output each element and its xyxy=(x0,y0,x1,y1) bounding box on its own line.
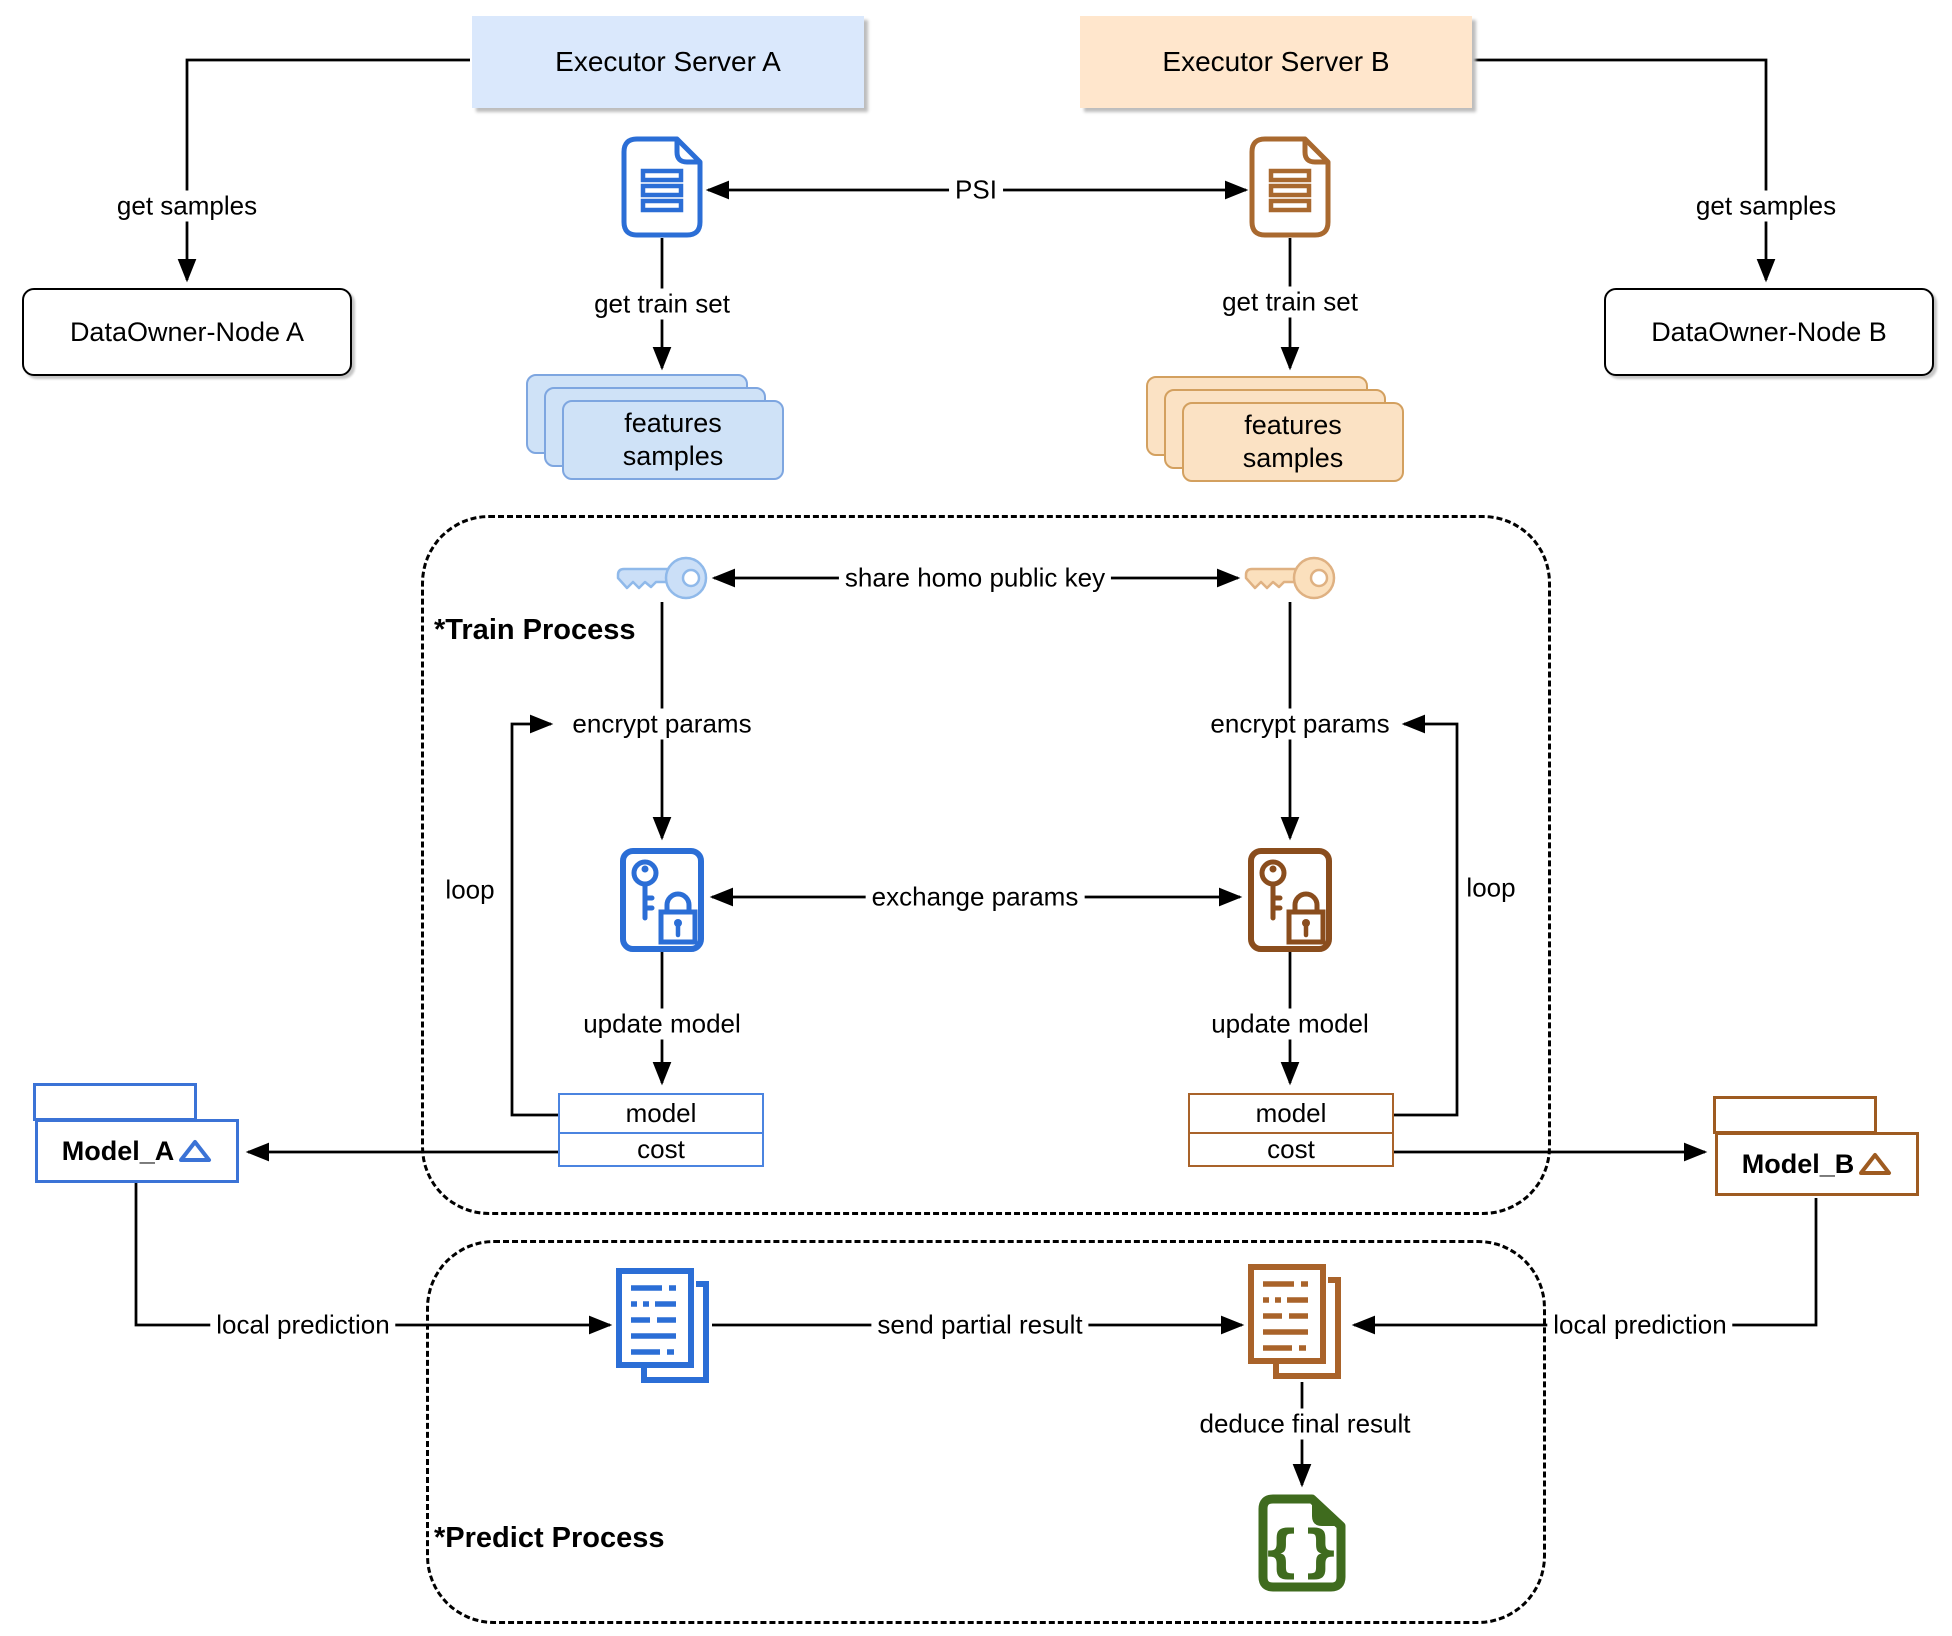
partial-result-pages-icon-b xyxy=(1248,1264,1341,1379)
train-process-title: *Train Process xyxy=(434,614,636,646)
encrypted-params-icon-b xyxy=(1248,848,1332,952)
model-cost-box-a: model cost xyxy=(558,1093,764,1167)
edge-label-share-homo-key: share homo public key xyxy=(838,562,1112,594)
edge-label-update-model-a: update model xyxy=(577,1008,747,1040)
model-a-folder-tab xyxy=(33,1083,197,1121)
edge-label-local-prediction-a: local prediction xyxy=(210,1309,396,1341)
data-owner-b-label: DataOwner-Node B xyxy=(1651,316,1887,347)
psi-document-icon-a xyxy=(621,136,703,238)
model-b-folder-tab xyxy=(1713,1096,1877,1134)
data-owner-a-label: DataOwner-Node A xyxy=(69,316,305,347)
train-set-stack-a-card-front: features samples xyxy=(562,400,784,480)
homo-key-icon-a xyxy=(616,556,708,600)
model-cost-box-b: model cost xyxy=(1188,1093,1394,1167)
edge-label-loop-a: loop xyxy=(439,874,501,906)
executor-server-a-node: Executor Server A xyxy=(472,16,864,108)
edge-label-psi: PSI xyxy=(949,174,1003,206)
data-owner-node-a: DataOwner-Node A xyxy=(22,288,352,376)
model-a-folder: Model_A xyxy=(35,1119,239,1183)
edge-label-local-prediction-b: local prediction xyxy=(1547,1309,1733,1341)
data-owner-node-b: DataOwner-Node B xyxy=(1604,288,1934,376)
final-result-json-icon: {} xyxy=(1258,1494,1346,1592)
cost-row-b: cost xyxy=(1190,1132,1392,1165)
edge-label-send-partial-result: send partial result xyxy=(871,1309,1089,1341)
predict-process-container xyxy=(426,1240,1546,1624)
executor-server-a-label: Executor Server A xyxy=(555,46,781,77)
edge-label-get-samples-b: get samples xyxy=(1689,190,1843,222)
edge-label-get-train-set-b: get train set xyxy=(1216,286,1364,318)
model-a-label: Model_A xyxy=(61,1135,175,1166)
edge-label-encrypt-params-b: encrypt params xyxy=(1204,708,1396,740)
psi-document-icon-b xyxy=(1249,136,1331,238)
train-set-stack-b-card-front: features samples xyxy=(1182,402,1404,482)
edge-label-exchange-params: exchange params xyxy=(865,881,1085,913)
edge-label-update-model-b: update model xyxy=(1205,1008,1375,1040)
train-set-stack-b-label: features samples xyxy=(1242,410,1344,473)
model-row-a: model xyxy=(625,1098,697,1128)
predict-process-title: *Predict Process xyxy=(434,1522,665,1554)
edge-label-get-train-set-a: get train set xyxy=(588,288,736,320)
triangle-icon xyxy=(179,1140,212,1162)
train-process-container xyxy=(421,515,1551,1215)
model-b-label: Model_B xyxy=(1741,1148,1855,1179)
curly-braces-glyph: {} xyxy=(1261,1519,1341,1584)
partial-result-pages-icon-a xyxy=(616,1268,709,1383)
triangle-icon xyxy=(1859,1153,1892,1175)
train-set-stack-a-label: features samples xyxy=(622,408,724,471)
cost-row-a: cost xyxy=(560,1132,762,1165)
encrypted-params-icon-a xyxy=(620,848,704,952)
edge-label-get-samples-a: get samples xyxy=(110,190,264,222)
model-b-folder: Model_B xyxy=(1715,1132,1919,1196)
executor-server-b-node: Executor Server B xyxy=(1080,16,1472,108)
edge-label-loop-b: loop xyxy=(1460,872,1522,904)
model-row-b: model xyxy=(1255,1098,1327,1128)
homo-key-icon-b xyxy=(1244,556,1336,600)
edge-label-encrypt-params-a: encrypt params xyxy=(566,708,758,740)
edge-label-deduce-final-result: deduce final result xyxy=(1193,1408,1417,1440)
executor-server-b-label: Executor Server B xyxy=(1162,46,1390,77)
